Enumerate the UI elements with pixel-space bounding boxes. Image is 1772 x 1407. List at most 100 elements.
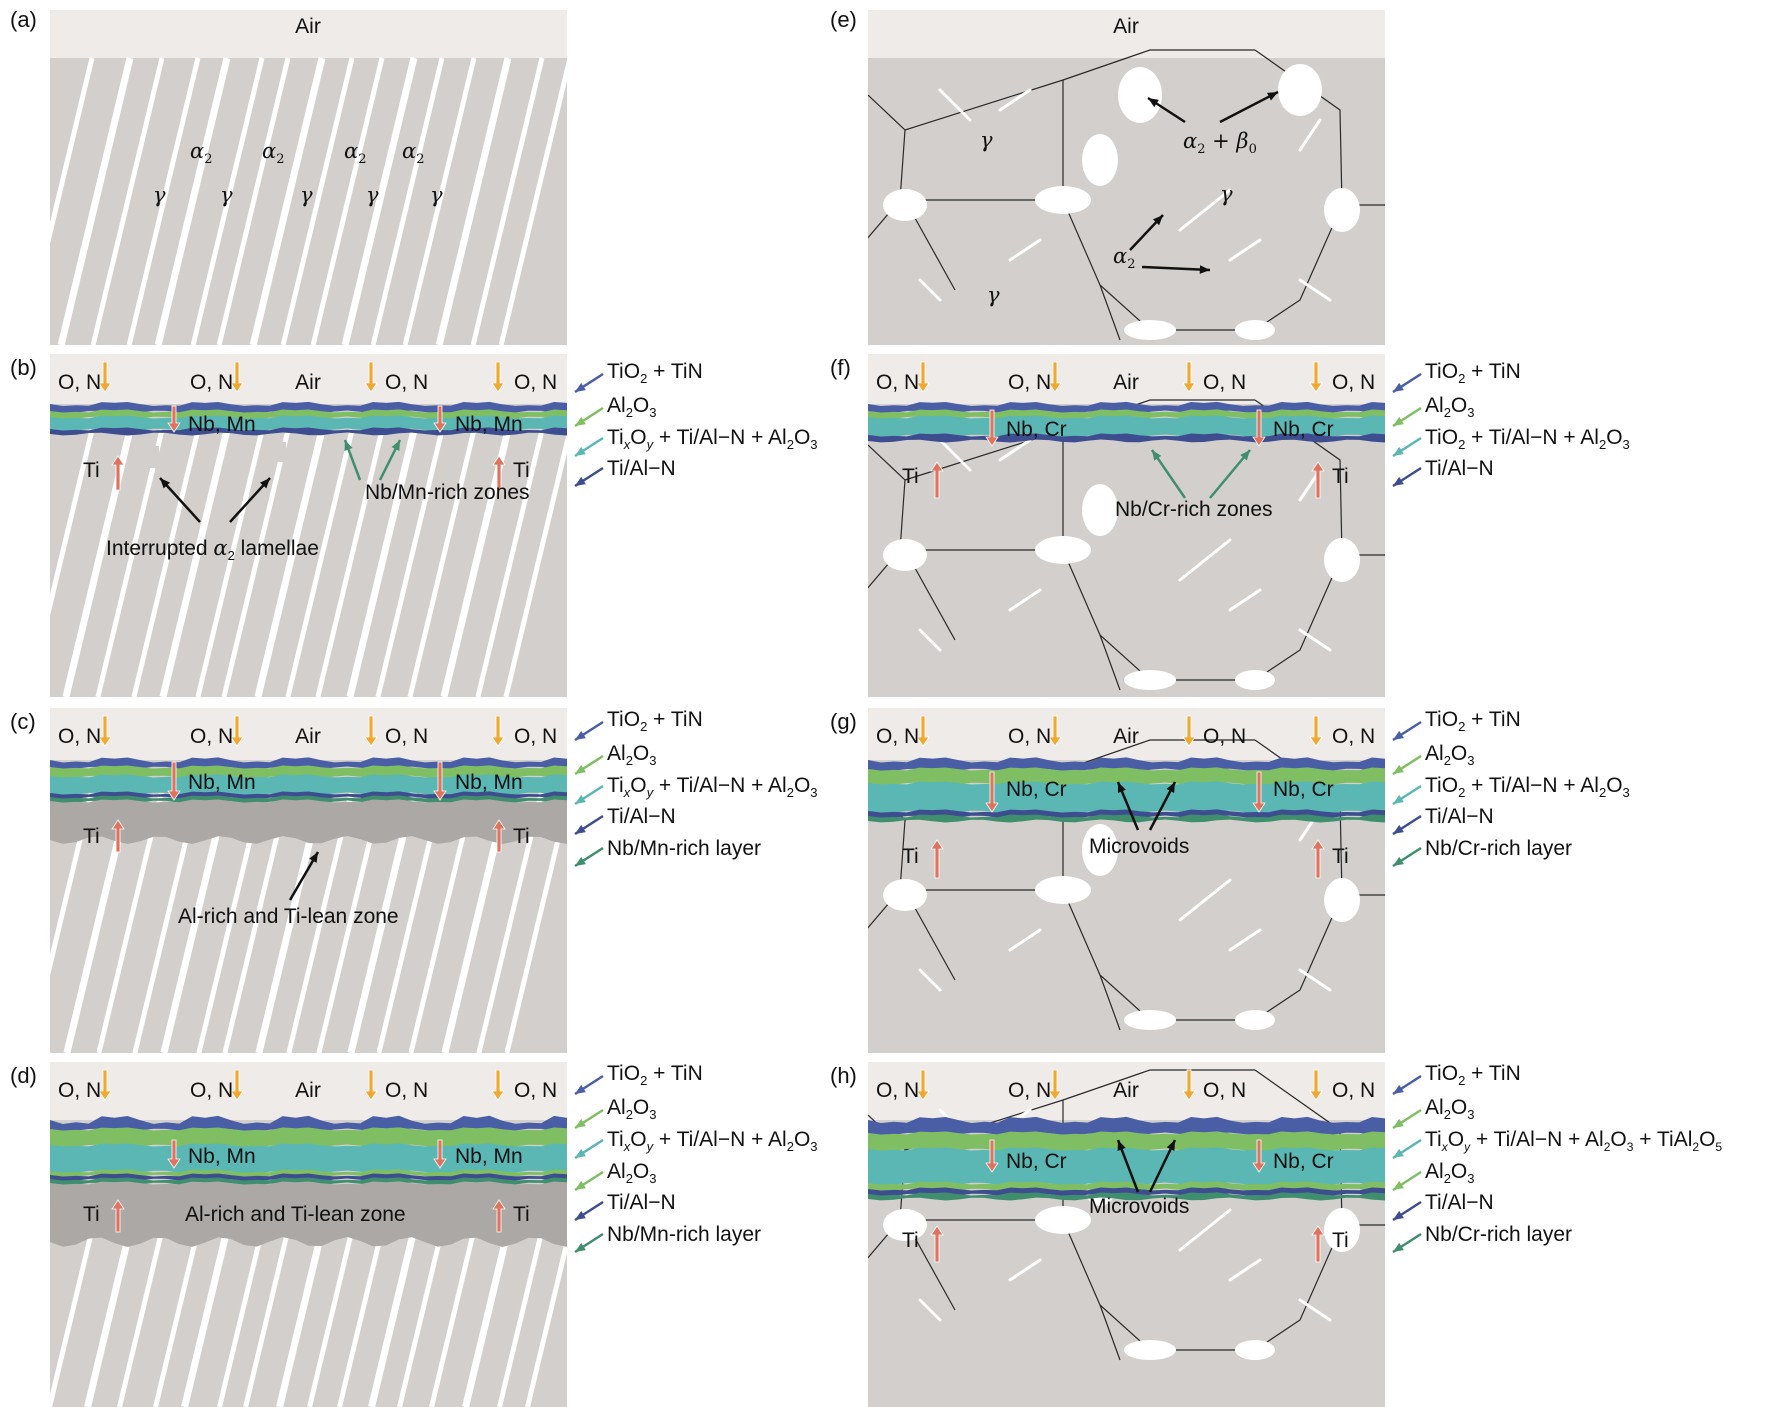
alpha2-lamella [190,57,265,345]
al-rich-ti-lean-zone [50,799,567,844]
alpha2-lamella [90,57,165,345]
ti-outward-arrow [930,461,944,499]
alpha2-beta0-particle [1235,320,1275,340]
alpha2-lamella [375,429,445,697]
legend-pointer-head [575,764,586,774]
alpha2-lamella [159,429,231,697]
o-n-label: O, N [1332,1079,1375,1102]
alpha2-lamella [216,57,291,345]
o-n-inward-arrow [1309,361,1323,393]
alpha2-pointer-head [1152,215,1163,226]
ti-outward-arrow [111,819,125,853]
nb-inward-arrow [167,1139,181,1169]
nb-mn-label: Nb, Mn [455,413,523,436]
grain-boundary [1099,284,1121,341]
alpha2-beta0-particle [1082,824,1118,876]
legend-c: TiO2 + TiN Al2O3 TixOy + Ti/Al−N + Al2O3… [607,708,818,860]
ti-outward-arrow [492,819,506,853]
ti-label: Ti [902,845,919,868]
nb-mn-label: Nb, Mn [188,1145,256,1168]
nb-inward-arrow [985,409,999,447]
legend-al2o3: Al2O3 [607,1160,657,1186]
ti-label: Ti [1332,465,1349,488]
o-n-inward-arrow [1182,715,1196,747]
microvoid-pointer [1148,781,1177,831]
alpha2-beta0-particle [1278,64,1322,116]
legend-tial-n: Ti/Al−N [607,1191,676,1214]
o-n-inward-arrow [1048,715,1062,747]
grain-boundary [904,79,1064,131]
ti-outward-arrow [492,1199,506,1233]
legend-pointer [1392,1232,1422,1254]
legend-pointer [1392,1170,1422,1192]
grain-boundary [1254,894,1343,1021]
nb-mn-label: Nb, Mn [455,771,523,794]
o-n-inward-arrow [98,715,112,747]
legend-pointer-head [1393,1118,1404,1128]
legend-pointer [574,846,604,868]
legend-pointer-head [1393,856,1404,866]
o-n-label: O, N [58,1079,101,1102]
alpha2-lamella [84,1229,134,1407]
legend-pointer [1392,466,1422,488]
ti-label: Ti [902,465,919,488]
panel-letter-h: (h) [830,1063,857,1088]
legend-pointer [1392,436,1422,458]
oxide-scale-h [868,1116,1385,1201]
grain-boundary [1062,1069,1255,1101]
legend-pointer [1392,1200,1422,1222]
alpha2-label: α2 [402,139,424,167]
legend-d: TiO2 + TiN Al2O3 TixOy + Ti/Al−N + Al2O3… [607,1062,818,1246]
nb-inward-arrow [1252,771,1266,813]
lamella-gap [270,442,286,462]
o-n-inward-arrow [98,361,112,393]
grain-boundary [1062,739,1255,771]
ti-outward-arrow [1311,1225,1325,1263]
ti-outward-arrow [111,455,125,491]
legend-pointer-head [1393,1084,1404,1094]
o-n-inward-arrow [230,361,244,393]
o-n-inward-arrow [230,715,244,747]
o-n-label: O, N [58,371,101,394]
nb-inward-arrow [167,1139,181,1169]
alpha2-lamella [435,57,512,345]
legend-pointer [574,720,604,742]
alpha2-beta0-particle [1082,134,1118,186]
o-n-inward-arrow [1182,1069,1196,1101]
nbcr-zone-pointer [1209,449,1251,499]
legend-pointer-head [1393,764,1404,774]
alpha2-needle [1008,588,1042,612]
o-n-inward-arrow [1309,361,1323,393]
alpha2-needle [938,88,972,122]
o-n-inward-arrow [491,1069,505,1101]
legend-pointer [574,1232,604,1254]
alpha2-beta0-particle [1235,1340,1275,1360]
microvoid-pointer-head [1166,1140,1175,1151]
nbmn-zone-pointer-head [391,440,400,451]
nb-cr-label: Nb, Cr [1273,778,1334,801]
legend-pointer [574,754,604,776]
nb-inward-arrow [433,405,447,433]
nbcr-zone-pointer-head [1240,450,1250,461]
legend-pointer [1392,372,1422,394]
ti-label: Ti [1332,845,1349,868]
o-n-label: O, N [58,725,101,748]
nbcr-zone-pointer [1150,449,1187,499]
o-n-label: O, N [1203,371,1246,394]
legend-nbmn-layer: Nb/Mn-rich layer [607,1223,761,1246]
legend-pointer-head [575,730,586,740]
alpha2-lamella [117,1229,165,1407]
legend-pointer-head [1393,1242,1404,1252]
nbcr-rich-layer [868,1192,1385,1201]
grain-boundary [1254,1224,1343,1351]
legend-pointer [574,814,604,836]
grain-boundary [868,444,906,589]
nb-inward-arrow [1252,1139,1266,1173]
tial-n-layer [50,791,567,800]
alpha2-beta0-particle [1235,1010,1275,1030]
alpha2-lamella [50,1229,95,1407]
alpha2-lamella [503,431,567,697]
microvoids-label: Microvoids [1089,1195,1189,1218]
alpha2-needle [918,968,942,992]
nbmn-zone-pointer [378,439,402,481]
